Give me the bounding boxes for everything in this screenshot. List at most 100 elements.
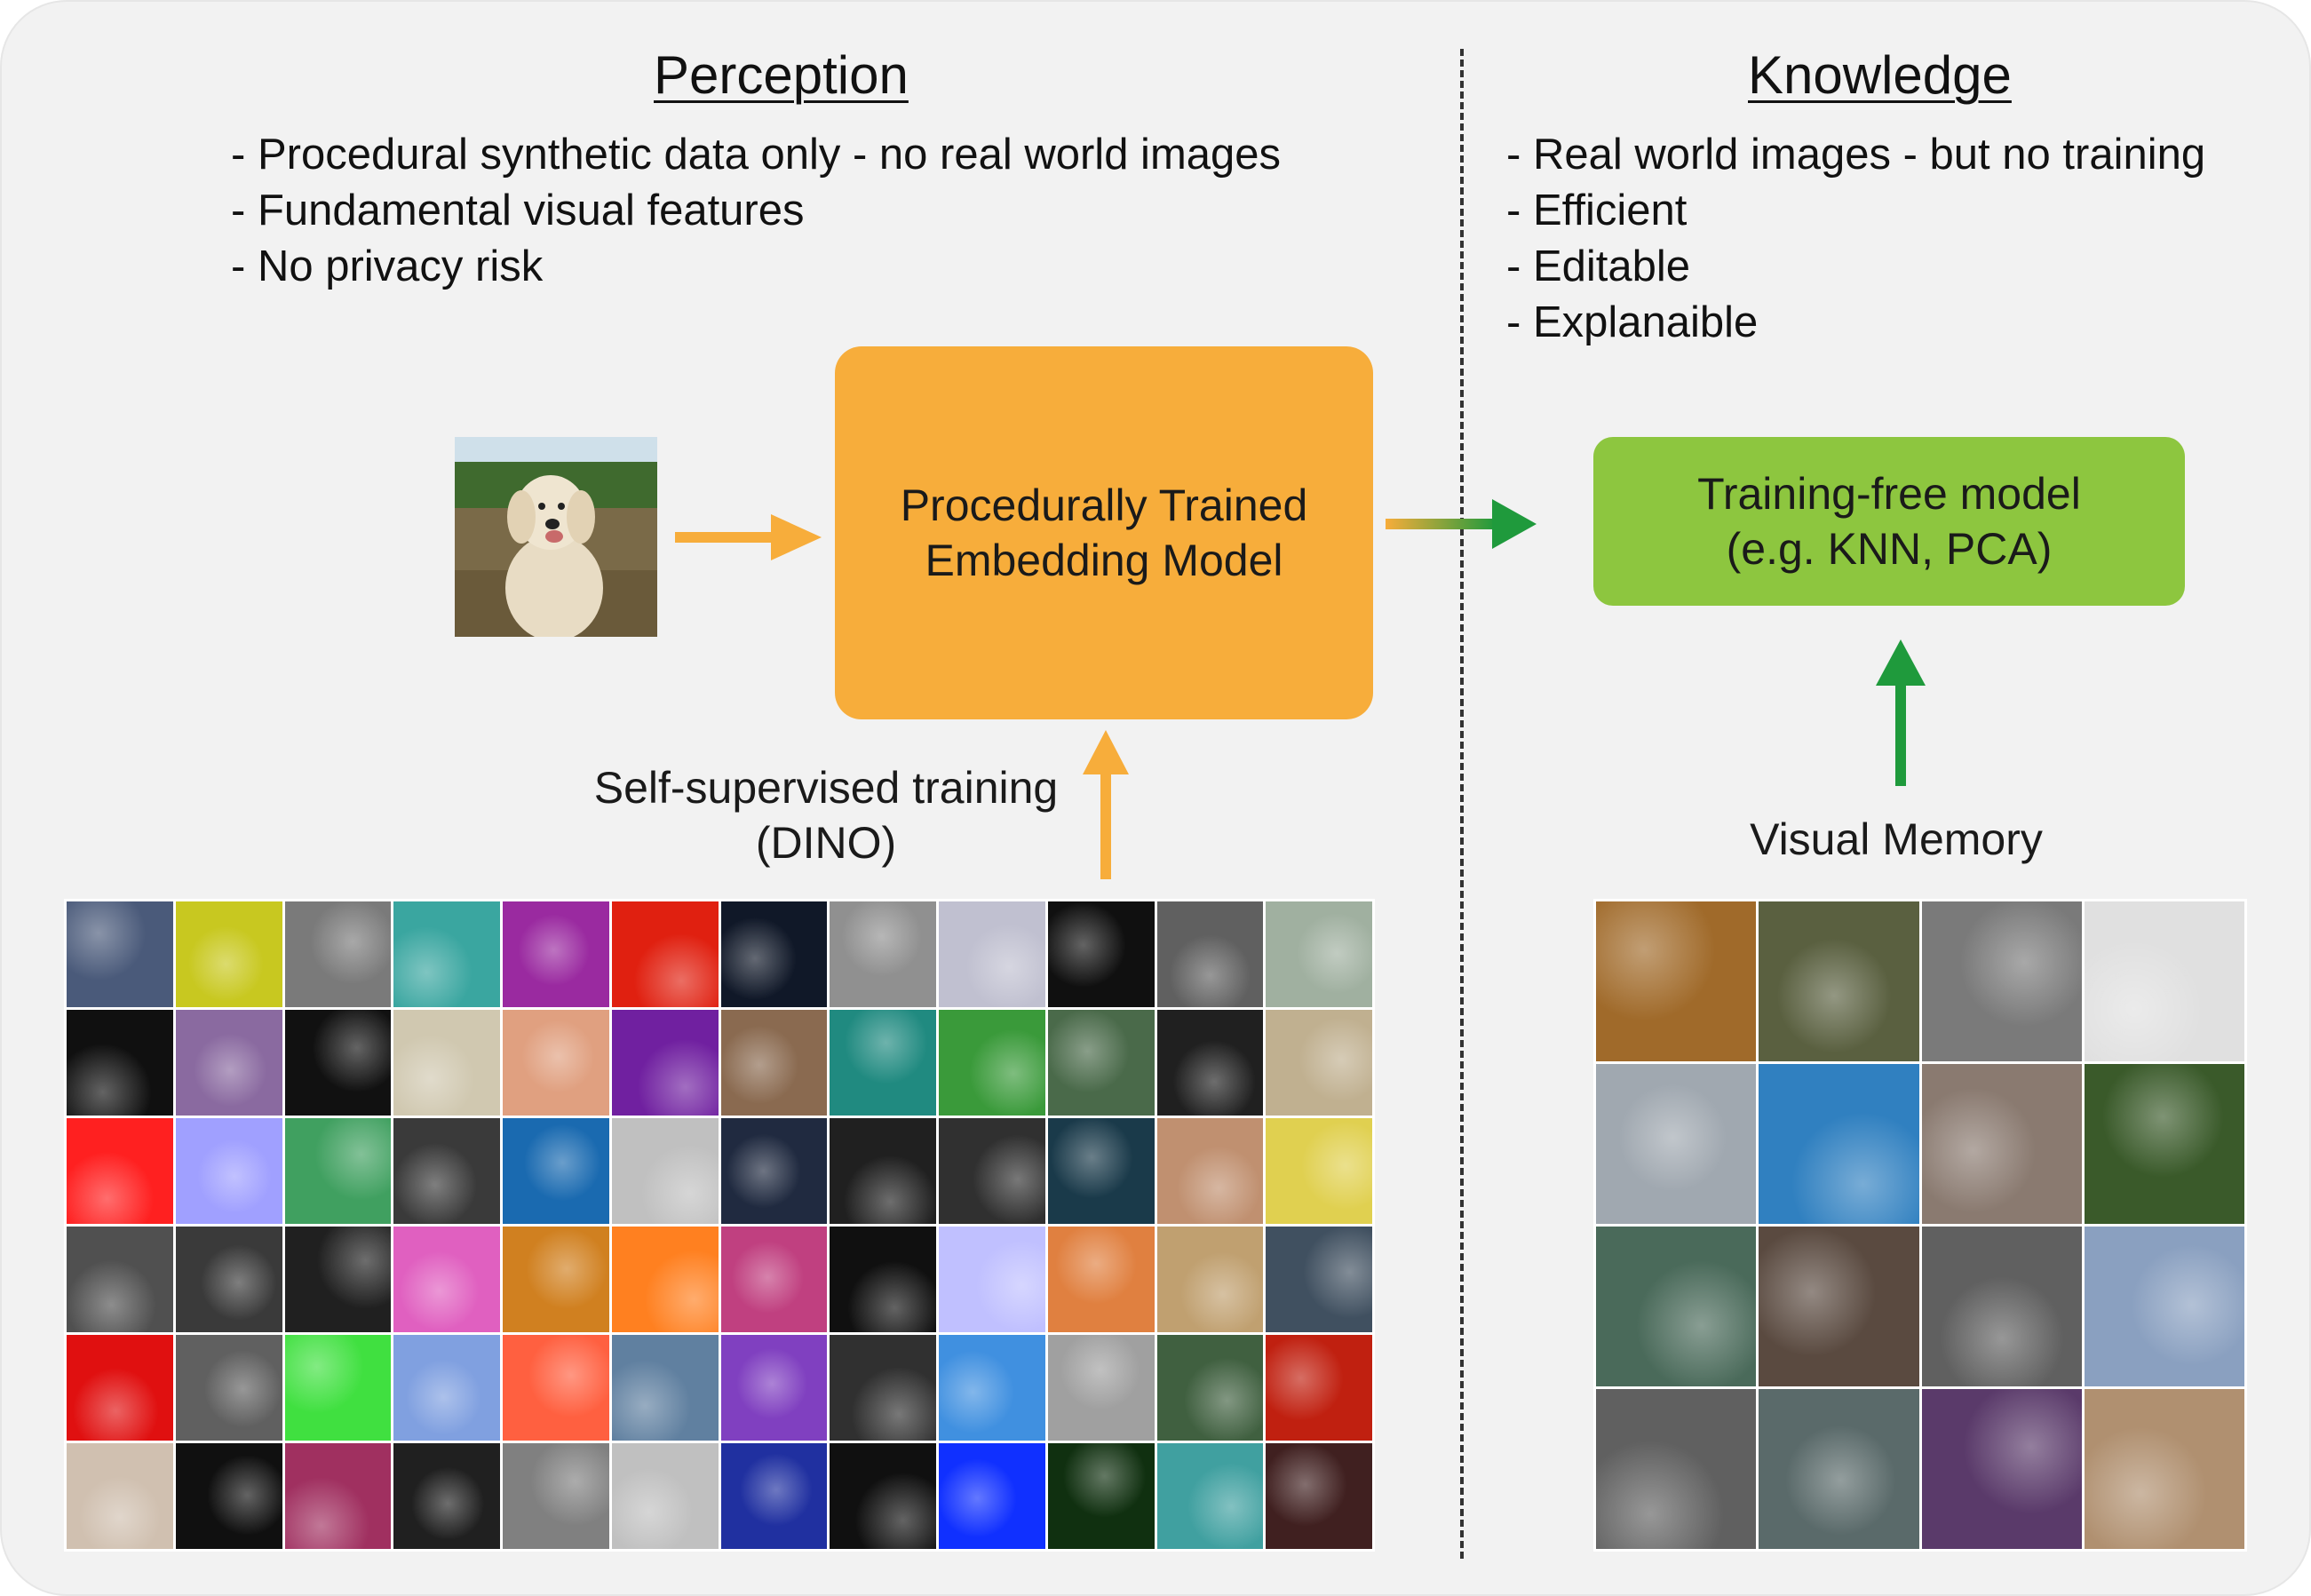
memory-image-tile	[1596, 1389, 1757, 1549]
memory-image-tile	[2084, 1227, 2244, 1386]
procedural-image-grid	[64, 899, 1375, 1552]
memory-image-tile	[1759, 901, 1919, 1061]
procedural-image-tile	[1266, 1010, 1372, 1116]
memory-image-tile	[2084, 1389, 2244, 1549]
memory-image-tile	[1921, 901, 2082, 1061]
procedural-image-tile	[939, 901, 1045, 1007]
memory-image-tile	[2084, 901, 2244, 1061]
procedural-image-tile	[503, 1227, 609, 1332]
procedural-image-tile	[175, 901, 282, 1007]
arrow-training-to-model	[1083, 730, 1129, 879]
perception-bullets: Procedural synthetic data only - no real…	[231, 127, 1281, 295]
procedural-image-tile	[1156, 1010, 1264, 1116]
memory-image-tile	[1759, 1389, 1919, 1549]
procedural-image-tile	[1156, 1335, 1264, 1441]
procedural-image-tile	[1156, 1227, 1264, 1332]
procedural-image-tile	[830, 1118, 936, 1224]
procedural-image-tile	[1156, 901, 1264, 1007]
ssl-label-line2: (DINO)	[755, 818, 897, 868]
procedural-image-tile	[175, 1335, 282, 1441]
procedural-image-tile	[611, 901, 719, 1007]
procedural-image-tile	[1047, 1335, 1155, 1441]
training-free-label-line1: Training-free model	[1697, 469, 2081, 519]
procedural-image-tile	[611, 1443, 719, 1549]
procedural-image-tile	[720, 1443, 828, 1549]
training-free-label-line2: (e.g. KNN, PCA)	[1726, 524, 2053, 574]
procedural-image-tile	[503, 901, 609, 1007]
arrow-memory-to-model	[1876, 639, 1926, 786]
procedural-image-tile	[1047, 901, 1155, 1007]
procedural-image-tile	[1047, 1118, 1155, 1224]
procedural-image-tile	[939, 1335, 1045, 1441]
section-divider	[1460, 49, 1464, 1559]
procedural-image-tile	[611, 1335, 719, 1441]
memory-image-tile	[1759, 1064, 1919, 1224]
ssl-label-line1: Self-supervised training	[593, 763, 1059, 813]
procedural-image-tile	[611, 1010, 719, 1116]
procedural-image-tile	[67, 901, 173, 1007]
training-free-model-box: Training-free model (e.g. KNN, PCA)	[1593, 437, 2185, 606]
memory-image-tile	[1921, 1227, 2082, 1386]
procedural-image-tile	[830, 1443, 936, 1549]
procedural-image-tile	[939, 1118, 1045, 1224]
procedural-image-tile	[67, 1227, 173, 1332]
procedural-image-tile	[175, 1118, 282, 1224]
procedural-image-tile	[830, 1227, 936, 1332]
memory-image-tile	[1921, 1064, 2082, 1224]
procedural-image-tile	[175, 1443, 282, 1549]
procedural-image-tile	[175, 1010, 282, 1116]
procedural-image-tile	[939, 1010, 1045, 1116]
memory-image-tile	[1759, 1227, 1919, 1386]
procedural-image-tile	[611, 1227, 719, 1332]
procedural-image-tile	[393, 1227, 500, 1332]
procedural-image-tile	[1266, 1443, 1372, 1549]
procedural-image-tile	[1047, 1227, 1155, 1332]
procedural-image-tile	[393, 1443, 500, 1549]
procedural-image-tile	[830, 1335, 936, 1441]
procedural-image-tile	[67, 1010, 173, 1116]
procedural-image-tile	[67, 1118, 173, 1224]
procedural-image-tile	[284, 1227, 392, 1332]
memory-image-tile	[1921, 1389, 2082, 1549]
procedural-image-tile	[503, 1335, 609, 1441]
procedural-image-tile	[393, 901, 500, 1007]
knowledge-bullet: Efficient	[1506, 183, 2205, 239]
procedural-image-tile	[284, 1118, 392, 1224]
memory-image-tile	[1596, 1227, 1757, 1386]
dog-input-image	[455, 437, 657, 637]
procedural-image-tile	[503, 1118, 609, 1224]
memory-image-tile	[1596, 1064, 1757, 1224]
procedural-image-tile	[393, 1335, 500, 1441]
procedural-image-tile	[611, 1118, 719, 1224]
knowledge-bullets: Real world images - but no training Effi…	[1506, 127, 2205, 351]
procedural-image-tile	[284, 1010, 392, 1116]
procedural-image-tile	[939, 1227, 1045, 1332]
procedural-image-tile	[830, 901, 936, 1007]
procedural-image-tile	[503, 1010, 609, 1116]
procedural-image-tile	[67, 1443, 173, 1549]
procedural-image-tile	[939, 1443, 1045, 1549]
procedural-image-tile	[393, 1118, 500, 1224]
procedural-image-tile	[284, 1443, 392, 1549]
memory-image-tile	[1596, 901, 1757, 1061]
procedural-image-tile	[284, 1335, 392, 1441]
procedural-image-tile	[720, 901, 828, 1007]
procedural-image-tile	[830, 1010, 936, 1116]
knowledge-heading: Knowledge	[1748, 45, 2012, 105]
visual-memory-label: Visual Memory	[1750, 814, 2043, 864]
procedural-image-tile	[1047, 1443, 1155, 1549]
perception-bullet: Fundamental visual features	[231, 183, 1281, 239]
embedding-model-label-line2: Embedding Model	[925, 536, 1283, 585]
procedural-image-tile	[284, 901, 392, 1007]
memory-image-tile	[2084, 1064, 2244, 1224]
procedural-image-tile	[1266, 1227, 1372, 1332]
procedural-image-tile	[720, 1010, 828, 1116]
knowledge-bullet: Real world images - but no training	[1506, 127, 2205, 183]
perception-bullet: Procedural synthetic data only - no real…	[231, 127, 1281, 183]
embedding-model-box: Procedurally Trained Embedding Model	[835, 346, 1373, 719]
procedural-image-tile	[1266, 1118, 1372, 1224]
procedural-image-tile	[175, 1227, 282, 1332]
procedural-image-tile	[393, 1010, 500, 1116]
procedural-image-tile	[1156, 1118, 1264, 1224]
procedural-image-tile	[1266, 1335, 1372, 1441]
